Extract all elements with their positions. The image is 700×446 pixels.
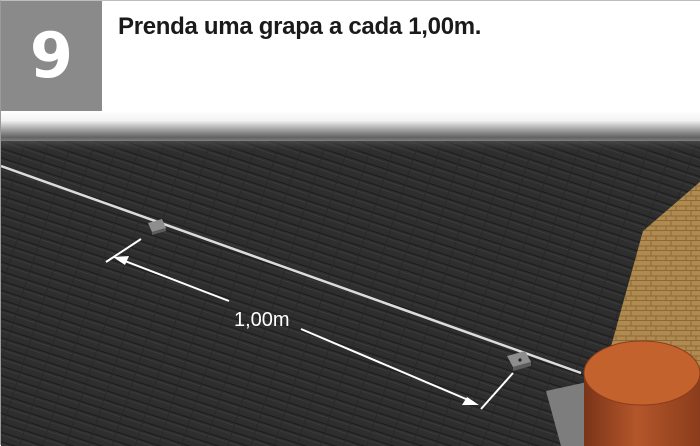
cable-clip-icon [507, 351, 531, 371]
arrowhead-icon [113, 256, 479, 405]
cable-clip-icon [148, 219, 166, 235]
measurement-arrow [105, 238, 514, 410]
cable-wire [1, 164, 582, 375]
roof-surface [1, 111, 700, 446]
measurement-label: 1,00m [234, 309, 290, 331]
instruction-text: Prenda uma grapa a cada 1,00m. [118, 13, 482, 40]
chimney [583, 340, 700, 446]
roof-illustration [1, 111, 700, 446]
step-badge: 9 [1, 1, 102, 111]
step-number: 9 [29, 19, 74, 92]
